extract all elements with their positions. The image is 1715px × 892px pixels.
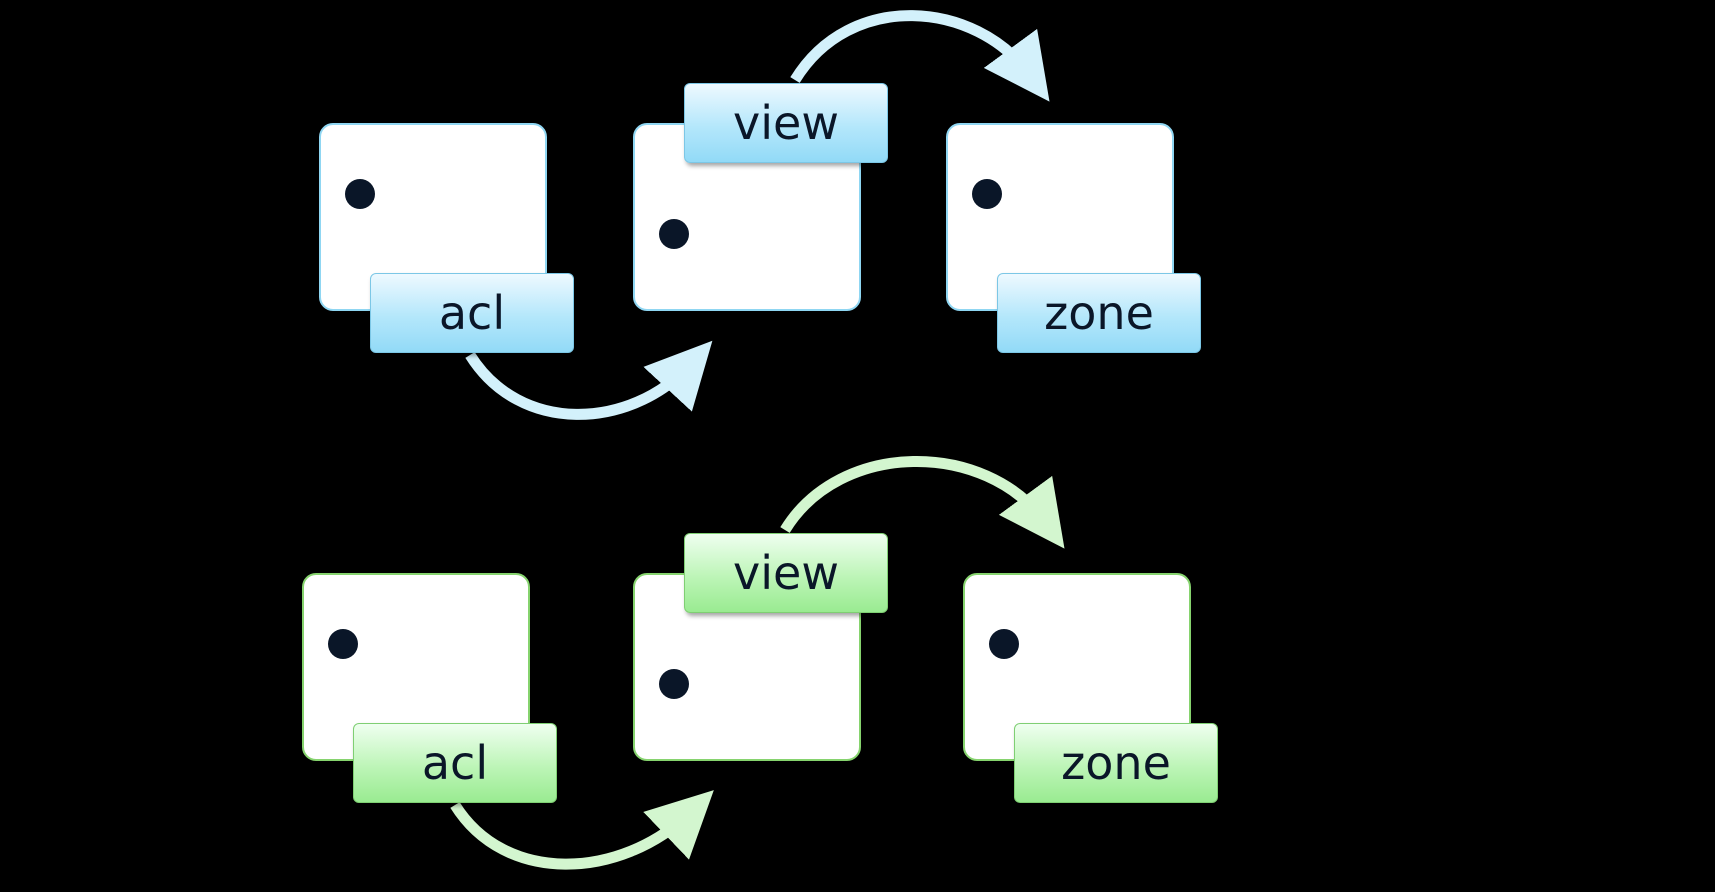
dot-icon <box>328 629 358 659</box>
dot-icon <box>972 179 1002 209</box>
dot-icon <box>659 669 689 699</box>
arrow-acl-to-view-bottom <box>450 790 714 870</box>
dot-icon <box>989 629 1019 659</box>
arrow-view-to-zone-bottom <box>780 456 1065 549</box>
zone-tag-bottom: zone <box>1014 723 1218 803</box>
dot-icon <box>345 179 375 209</box>
arrow-view-to-zone-top <box>790 10 1050 102</box>
arrow-acl-to-view-top <box>465 340 713 420</box>
zone-tag-top: zone <box>997 273 1201 353</box>
acl-tag-top: acl <box>370 273 574 353</box>
view-tag-bottom: view <box>684 533 888 613</box>
dot-icon <box>659 219 689 249</box>
view-tag-top: view <box>684 83 888 163</box>
acl-tag-bottom: acl <box>353 723 557 803</box>
